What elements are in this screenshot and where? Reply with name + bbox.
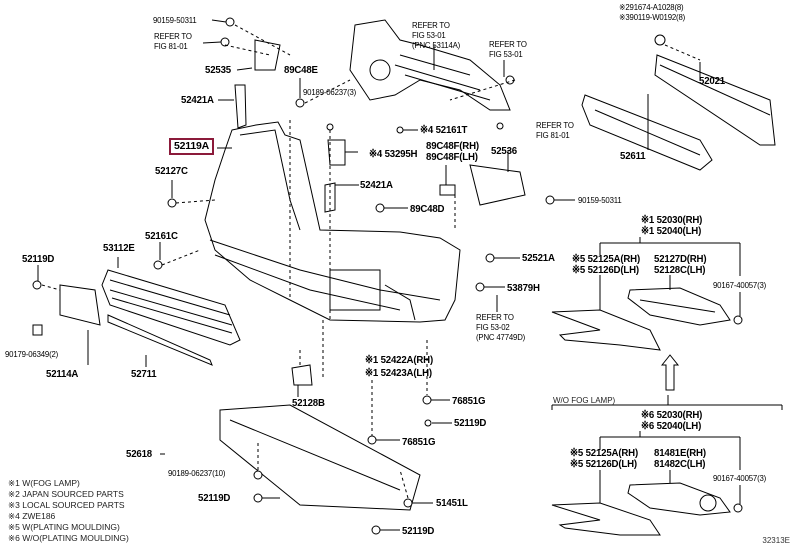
part-label-53295H[interactable]: ※4 53295H <box>369 148 418 160</box>
note-1: ※1 W(FOG LAMP) <box>8 478 80 488</box>
part-label-53112E[interactable]: 53112E <box>103 242 135 254</box>
part-label-fog-top-90167-40057[interactable]: 90167-40057(3) <box>713 280 767 290</box>
part-label-52711[interactable]: 52711 <box>131 368 157 380</box>
fog-bezel-bottom-drawing <box>551 482 731 536</box>
license-bracket-drawing <box>59 284 101 326</box>
part-label-52161T[interactable]: ※4 52161T <box>420 124 468 136</box>
part-label-52021[interactable]: 52021 <box>699 75 725 87</box>
refer-to-fig-53-01-a-line3[interactable]: (PNC 53114A) <box>412 40 461 50</box>
part-label-fog-top-52030-RH[interactable]: ※1 52030(RH) <box>641 214 703 226</box>
under-cover-drawing <box>219 404 421 511</box>
refer-to-fig-53-02-line1[interactable]: REFER TO <box>476 312 514 322</box>
part-label-76851G-a[interactable]: 76851G <box>452 395 486 407</box>
up-arrow-icon <box>660 354 680 391</box>
part-label-51451L[interactable]: 51451L <box>436 497 468 509</box>
part-label-fog-bottom-90167-40057[interactable]: 90167-40057(3) <box>713 473 767 483</box>
part-label-52536[interactable]: 52536 <box>491 145 517 157</box>
fog-bezel-top-drawing <box>551 287 731 351</box>
refer-to-fig-81-01-label-line2[interactable]: FIG 81-01 <box>154 41 188 51</box>
part-label-fog-top-52128C-LH[interactable]: 52128C(LH) <box>654 264 706 276</box>
part-label-fog-bottom-52126D-LH[interactable]: ※5 52126D(LH) <box>570 458 637 470</box>
refer-to-fig-53-02-line3[interactable]: (PNC 47749D) <box>476 332 526 342</box>
part-label-52119A-highlighted[interactable]: 52119A <box>169 138 215 155</box>
part-label-52127C[interactable]: 52127C <box>155 165 188 177</box>
part-label-53879H[interactable]: 53879H <box>507 282 540 294</box>
part-label-52423A-LH[interactable]: ※1 52423A(LH) <box>365 367 432 379</box>
figure-code: 32313E <box>762 536 790 545</box>
part-label-52119D-low[interactable]: 52119D <box>198 492 231 504</box>
part-label-90159-50311-mid[interactable]: 90159-50311 <box>578 195 622 205</box>
part-label-fog-top-52126D-LH[interactable]: ※5 52126D(LH) <box>572 264 639 276</box>
part-label-52421A-top[interactable]: 52421A <box>181 94 214 106</box>
lower-grille-drawing <box>101 269 241 366</box>
part-label-52611[interactable]: 52611 <box>620 150 646 162</box>
note-4: ※4 ZWE186 <box>8 511 56 521</box>
refer-to-fig-53-02-line2[interactable]: FIG 53-02 <box>476 322 510 332</box>
part-label-89C48D[interactable]: 89C48D <box>410 203 445 215</box>
part-label-52119D-mid[interactable]: 52119D <box>454 417 487 429</box>
part-label-fog-bottom-81481E-RH[interactable]: 81481E(RH) <box>654 447 706 459</box>
part-label-390119-W0192[interactable]: ※390119-W0192(8) <box>619 12 686 22</box>
refer-to-fig-53-01-b-line1[interactable]: REFER TO <box>489 39 527 49</box>
part-label-fog-top-52125A-RH[interactable]: ※5 52125A(RH) <box>572 253 640 265</box>
part-label-fog-top-52040-LH[interactable]: ※1 52040(LH) <box>641 225 702 237</box>
part-label-90159-50311[interactable]: 90159-50311 <box>153 15 197 25</box>
note-6: ※6 W/O(PLATING MOULDING) <box>8 533 129 543</box>
part-label-52535[interactable]: 52535 <box>205 64 231 76</box>
part-label-52119D-left[interactable]: 52119D <box>22 253 55 265</box>
dashed-guides <box>41 24 701 499</box>
part-label-89C48F-LH[interactable]: 89C48F(LH) <box>426 151 478 163</box>
refer-to-fig-53-01-b-line2[interactable]: FIG 53-01 <box>489 49 523 59</box>
part-label-fog-bottom-52030-RH[interactable]: ※6 52030(RH) <box>641 409 703 421</box>
part-label-52128B[interactable]: 52128B <box>292 397 325 409</box>
part-label-52119D-bottom[interactable]: 52119D <box>402 525 435 537</box>
part-label-52114A[interactable]: 52114A <box>46 368 79 380</box>
refer-to-fig-81-01-b-line1[interactable]: REFER TO <box>536 120 574 130</box>
refer-to-fig-81-01-b-line2[interactable]: FIG 81-01 <box>536 130 570 140</box>
part-label-fog-bottom-81482C-LH[interactable]: 81482C(LH) <box>654 458 706 470</box>
bumper-cover-drawing <box>204 121 461 323</box>
fasteners-drawing <box>32 17 743 535</box>
part-label-52422A-RH[interactable]: ※1 52422A(RH) <box>365 354 433 366</box>
part-label-52161C[interactable]: 52161C <box>145 230 178 242</box>
refer-to-fig-53-01-a-line2[interactable]: FIG 53-01 <box>412 30 446 40</box>
part-label-76851G-b[interactable]: 76851G <box>402 436 436 448</box>
energy-absorber-drawing <box>581 94 713 171</box>
refer-to-fig-53-01-a-line1[interactable]: REFER TO <box>412 20 450 30</box>
group-label-wo-fog-lamp: W/O FOG LAMP) <box>553 396 616 405</box>
part-label-89C48F-RH[interactable]: 89C48F(RH) <box>426 140 479 152</box>
part-label-52421A-mid[interactable]: 52421A <box>360 179 393 191</box>
part-label-fog-bottom-52125A-RH[interactable]: ※5 52125A(RH) <box>570 447 638 459</box>
note-3: ※3 LOCAL SOURCED PARTS <box>8 500 125 510</box>
note-5: ※5 W(PLATING MOULDING) <box>8 522 120 532</box>
part-label-fog-bottom-52040-LH[interactable]: ※6 52040(LH) <box>641 420 702 432</box>
part-label-89C48E[interactable]: 89C48E <box>284 64 318 76</box>
part-label-52521A[interactable]: 52521A <box>522 252 555 264</box>
leader-lines <box>37 19 783 531</box>
note-2: ※2 JAPAN SOURCED PARTS <box>8 489 124 499</box>
upper-grille-drawing <box>349 19 511 111</box>
part-label-fog-top-52127D-RH[interactable]: 52127D(RH) <box>654 253 707 265</box>
part-label-90189-06237-10[interactable]: 90189-06237(10) <box>168 468 226 478</box>
refer-to-fig-81-01-label-line1[interactable]: REFER TO <box>154 31 192 41</box>
part-label-291674-A1028[interactable]: ※291674-A1028(8) <box>619 2 684 12</box>
bumper-reinforcement-drawing <box>654 54 776 146</box>
part-label-52618[interactable]: 52618 <box>126 448 152 460</box>
part-label-90179-06349[interactable]: 90179-06349(2) <box>5 349 59 359</box>
part-label-90189-06237-3[interactable]: 90189-06237(3) <box>303 87 357 97</box>
